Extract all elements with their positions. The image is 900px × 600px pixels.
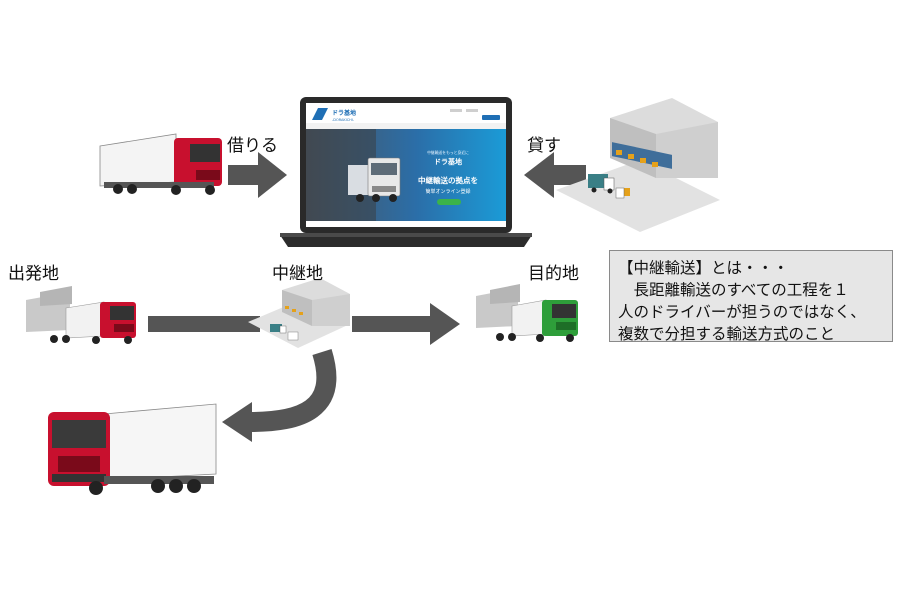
label-origin: 出発地 [8,264,59,284]
truck-destination [476,284,578,342]
label-borrow: 借りる [227,136,278,156]
hero-brand: ドラ基地 [434,157,462,166]
label-relay: 中継地 [272,264,323,284]
arrow-relay-to-new-driver [222,349,337,442]
warehouse-relay [248,278,350,348]
definition-line: 人のドライバーが担うのではなく、 [618,303,866,321]
hero-tagline: 中継輸送をもっと身近に [427,150,469,155]
site-logo-icon [312,108,328,120]
hero-cta-button[interactable] [437,199,461,205]
truck-borrow [99,133,222,195]
website-header [306,103,506,123]
site-menu-bar [306,123,506,129]
warehouse-lend [556,98,720,232]
arrow-borrow [228,152,287,198]
truck-new-driver [48,403,217,495]
site-logo-sub: -DORAKICHI- [332,118,355,122]
site-logo: ドラ基地 [332,109,356,117]
site-nav-link[interactable] [450,109,462,112]
site-nav-link[interactable] [466,109,478,112]
hero-title: 中継輸送の拠点を [418,175,478,185]
arrow-relay-to-destination [352,303,460,345]
arrow-lend [524,152,586,198]
site-register-button[interactable] [482,115,500,120]
arrow-origin-to-relay [148,316,260,332]
hero-subtitle: 簡単オンライン登録 [425,188,470,195]
truck-origin [26,286,136,344]
label-lend: 貸す [527,136,561,156]
label-destination: 目的地 [528,264,579,284]
definition-line: 【中継輸送】とは・・・ [618,259,789,277]
definition-line: 複数で分担する輸送方式のこと [618,325,836,343]
laptop-base [280,235,532,247]
relay-transport-definition-box: 【中継輸送】とは・・・ 長距離輸送のすべての工程を１ 人のドライバーが担うのでは… [609,250,893,343]
definition-line: 長距離輸送のすべての工程を１ [618,281,849,299]
laptop: ドラ基地 -DORAKICHI- 中継輸送をもっと身近に ドラ基地 中継輸送の拠… [280,97,532,247]
